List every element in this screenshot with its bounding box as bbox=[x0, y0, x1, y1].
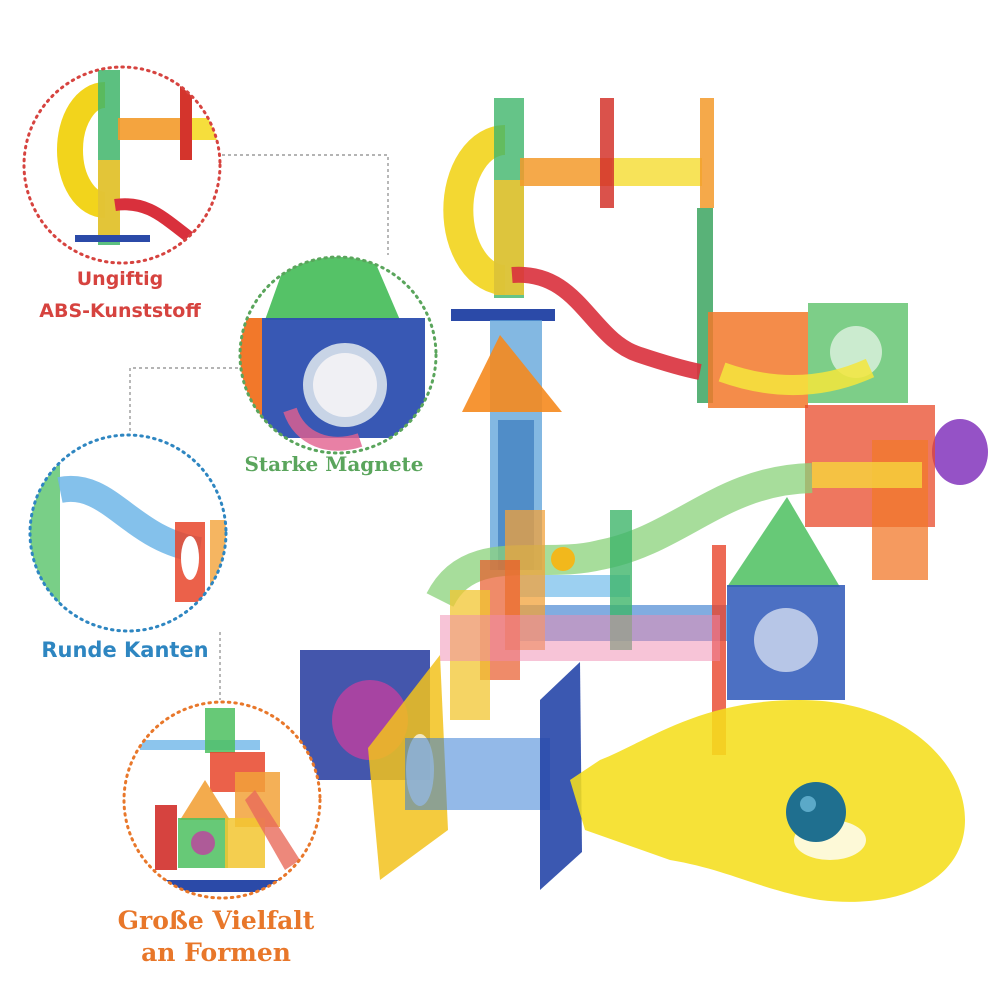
label-strong-magnets: Starke Magnete bbox=[244, 452, 424, 476]
label-non-toxic: Ungiftig ABS-Kunststoff bbox=[20, 263, 220, 327]
connector-lines bbox=[129, 154, 389, 700]
label-shape-variety: Große Vielfalt an Formen bbox=[100, 905, 332, 969]
label-non-toxic-line2: ABS-Kunststoff bbox=[39, 300, 201, 322]
label-non-toxic-line1: Ungiftig bbox=[76, 268, 164, 290]
callout-circle-top bbox=[22, 65, 222, 265]
label-round-edges: Runde Kanten bbox=[41, 638, 209, 662]
label-shape-variety-line1: Große Vielfalt bbox=[117, 906, 315, 935]
label-shape-variety-line2: an Formen bbox=[141, 938, 291, 967]
callout-circle-variety bbox=[122, 700, 322, 900]
callout-circle-magnets bbox=[238, 255, 438, 455]
marble-run-model bbox=[300, 98, 988, 902]
callout-circle-edges bbox=[28, 433, 228, 633]
